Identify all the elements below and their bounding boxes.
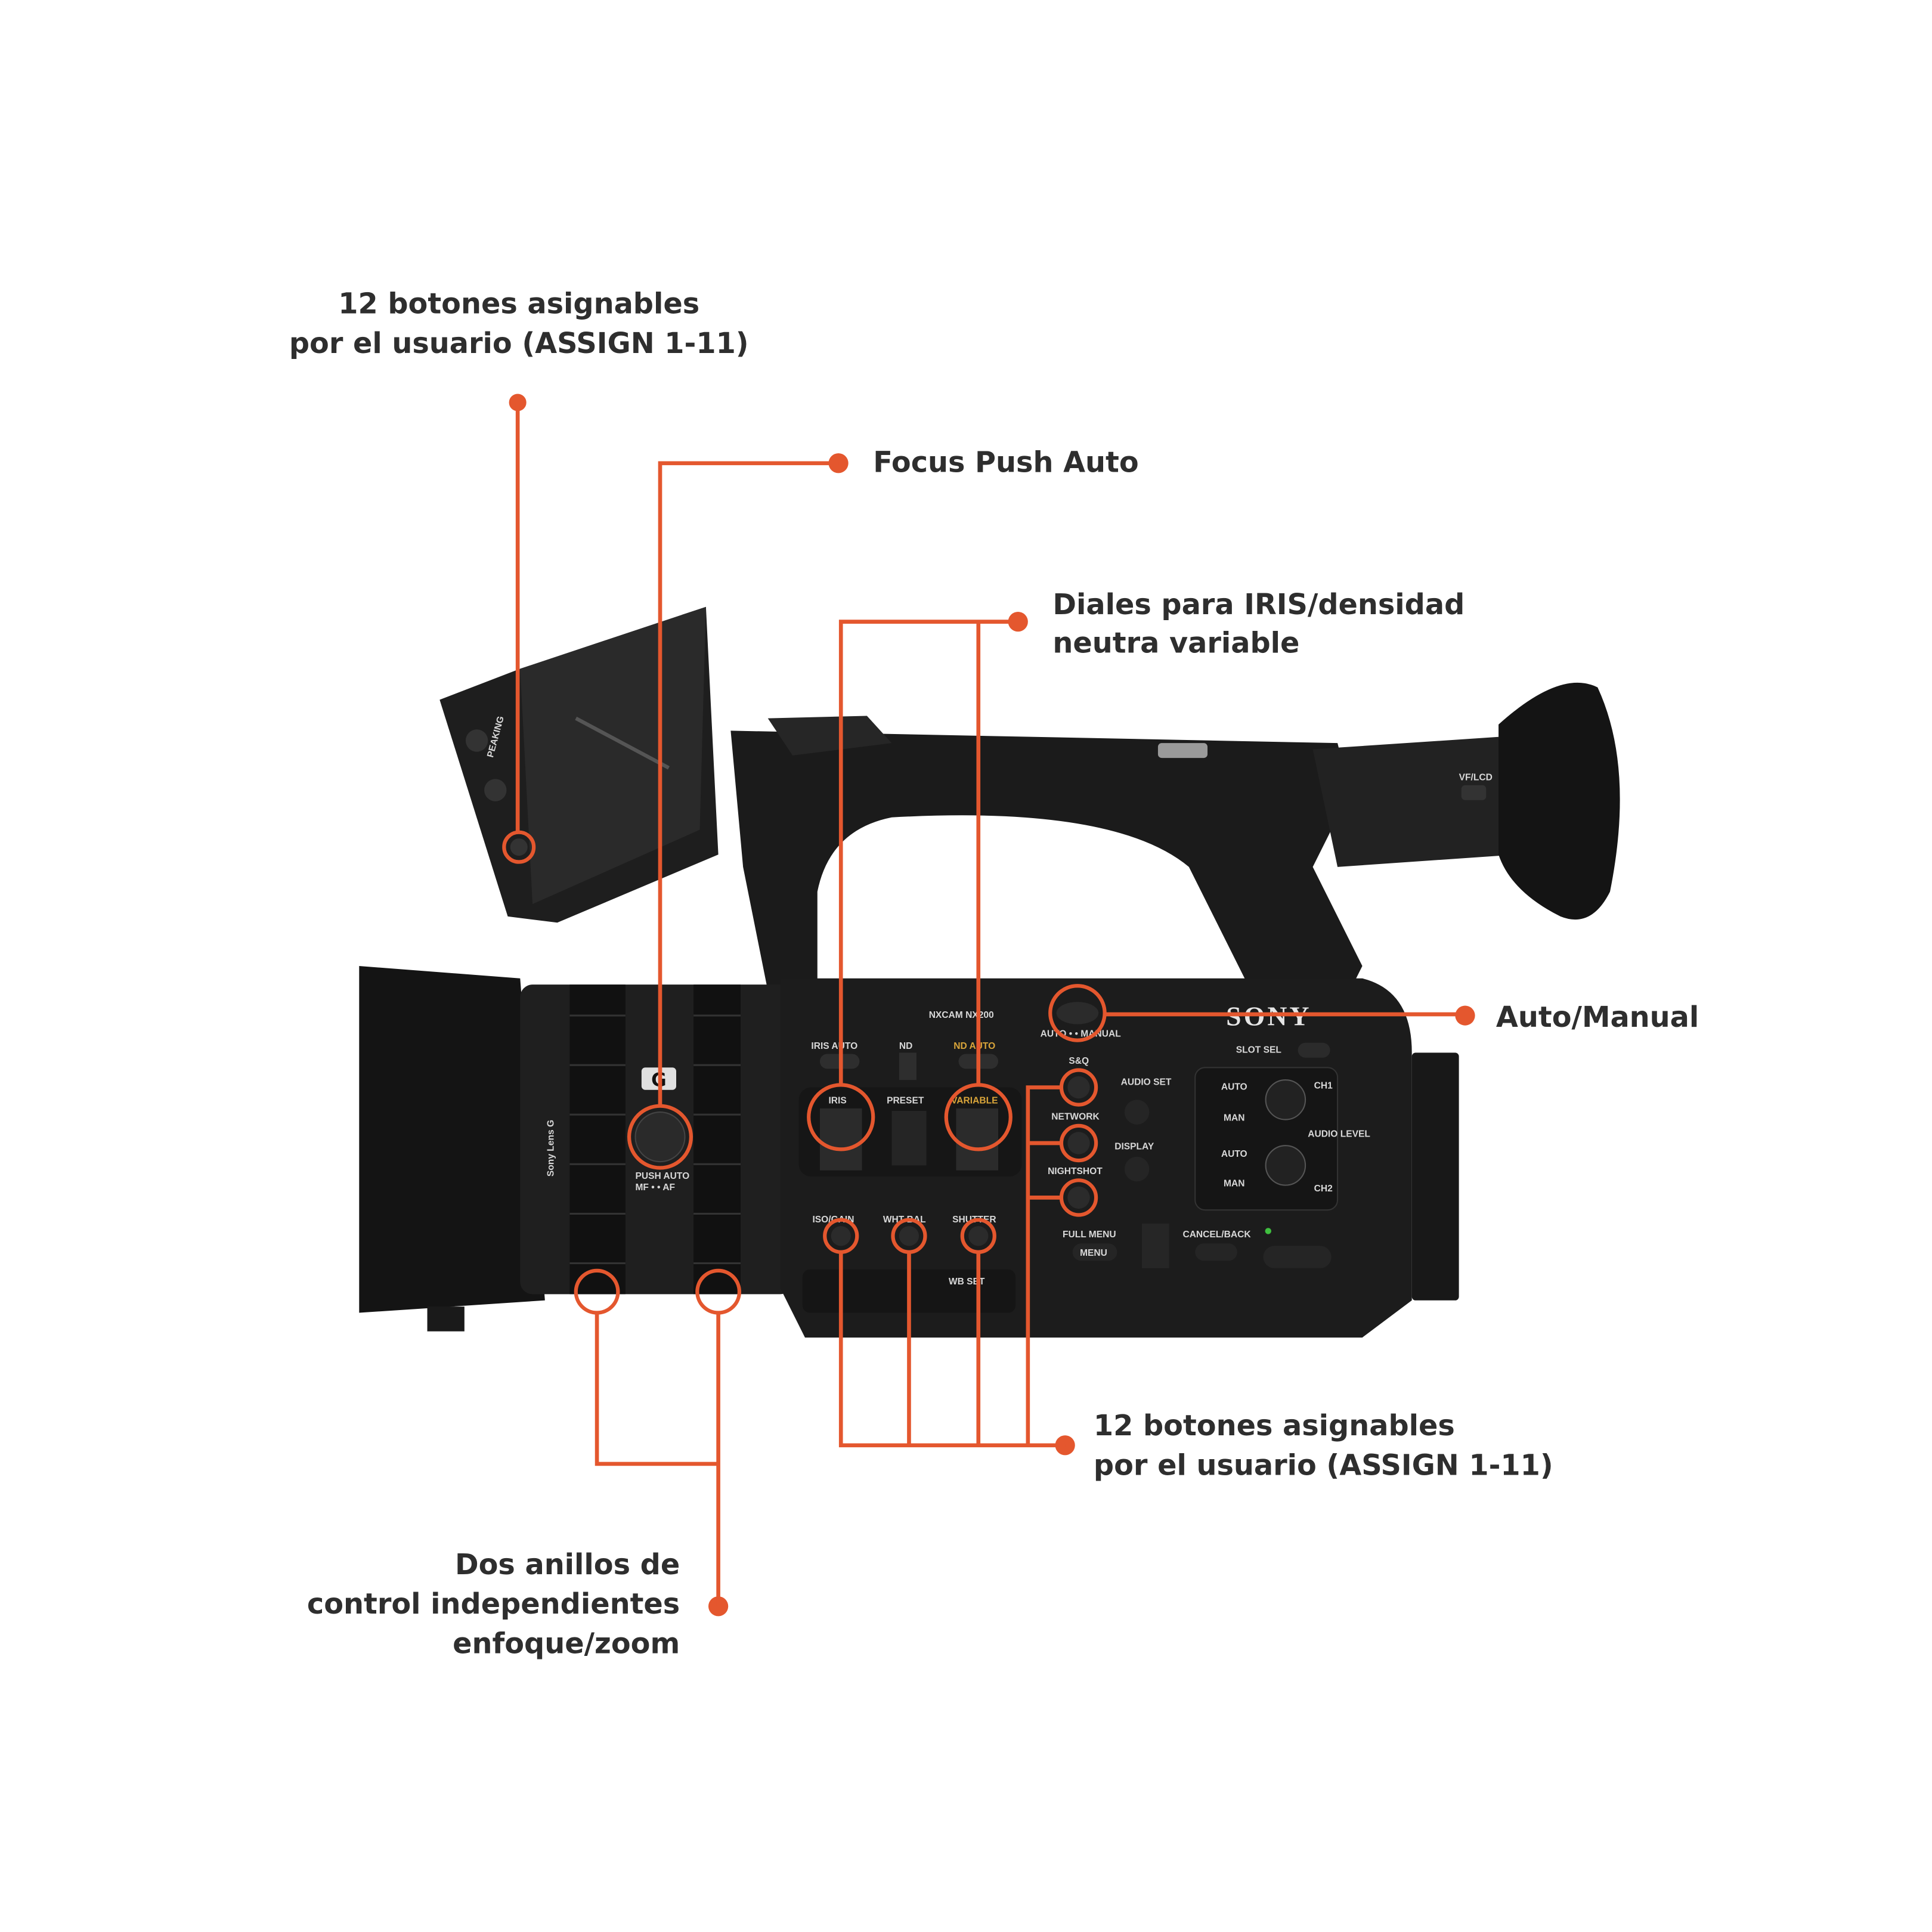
highlight-assign-2	[1059, 1123, 1098, 1163]
ch1-man-label: MAN	[1224, 1113, 1244, 1123]
display-label: DISPLAY	[1114, 1141, 1154, 1151]
audio-level-label: AUDIO LEVEL	[1308, 1129, 1370, 1140]
auto-manual-label: AUTO • • MANUAL	[1041, 1029, 1122, 1039]
zoom-ring[interactable]	[693, 984, 741, 1295]
nightshot-label: NIGHTSHOT	[1048, 1166, 1103, 1176]
focus-ring[interactable]	[569, 984, 626, 1295]
power-led	[1265, 1228, 1271, 1234]
camera-illustration: VF/LCD PEAKING G Sony Lens G PUSH AUTO M…	[359, 606, 1620, 1338]
iso-gain-label: ISO/GAIN	[812, 1215, 854, 1225]
nd-label: ND	[899, 1041, 912, 1051]
iris-label: IRIS	[828, 1096, 846, 1106]
nd-switch[interactable]	[899, 1052, 917, 1080]
highlight-focus-push-auto	[627, 1104, 693, 1170]
label-rings-2: control independientes	[307, 1588, 680, 1621]
nd-variable-dial[interactable]	[956, 1108, 998, 1171]
model-label: NXCAM NX200	[929, 1010, 994, 1020]
label-rings-1: Dos anillos de	[455, 1549, 680, 1581]
wb-set-label: WB SET	[949, 1277, 985, 1287]
full-menu-label: FULL MENU	[1063, 1230, 1116, 1240]
push-auto-label: PUSH AUTO	[635, 1171, 689, 1181]
assign-7-button[interactable]	[899, 1226, 919, 1246]
ch2-audio-level-dial[interactable]	[1265, 1145, 1306, 1186]
label-assign-top-2: por el usuario (ASSIGN 1-11)	[289, 327, 749, 360]
label-auto-manual: Auto/Manual	[1496, 1001, 1699, 1034]
label-dials-1: Diales para IRIS/densidad	[1052, 589, 1465, 621]
cancel-back-button[interactable]	[1195, 1243, 1237, 1261]
highlight-assign-1	[1059, 1068, 1098, 1107]
label-assign-bottom-2: por el usuario (ASSIGN 1-11)	[1094, 1450, 1553, 1482]
highlight-iris-dial	[807, 1083, 875, 1151]
mf-af-label: MF • • AF	[635, 1182, 675, 1193]
preset-button[interactable]	[891, 1111, 927, 1166]
sel-push-dial[interactable]	[1141, 1224, 1169, 1268]
label-focus-push-auto: Focus Push Auto	[873, 446, 1138, 479]
menu-label: MENU	[1080, 1248, 1107, 1258]
cancel-back-label: CANCEL/BACK	[1182, 1230, 1251, 1240]
iris-auto-label: IRIS AUTO	[811, 1041, 857, 1051]
display-button[interactable]	[1124, 1156, 1150, 1182]
highlight-assign-11	[502, 830, 536, 864]
assign-1-button[interactable]	[1067, 1076, 1090, 1099]
audio-set-label: AUDIO SET	[1121, 1077, 1172, 1087]
focus-push-auto-button[interactable]	[634, 1111, 686, 1163]
ch2-auto-label: AUTO	[1221, 1149, 1247, 1159]
variable-label: VARIABLE	[951, 1096, 998, 1106]
sq-label: S&Q	[1069, 1056, 1089, 1066]
preset-label: PRESET	[887, 1096, 924, 1106]
ch2-man-label: MAN	[1224, 1179, 1244, 1189]
label-assign-top-1: 12 botones asignables	[338, 287, 699, 320]
iris-dial[interactable]	[819, 1108, 862, 1171]
highlight-assign-3	[1059, 1178, 1098, 1217]
menu-button[interactable]	[1072, 1243, 1117, 1261]
ch1-label: CH1	[1314, 1081, 1333, 1091]
auto-manual-switch[interactable]	[1056, 1002, 1099, 1024]
power-switch[interactable]	[1263, 1246, 1332, 1268]
highlight-auto-manual	[1048, 984, 1107, 1042]
vf-lcd-button[interactable]	[1461, 785, 1487, 800]
label-dials-2: neutra variable	[1052, 627, 1299, 660]
label-assign-bottom-1: 12 botones asignables	[1094, 1410, 1455, 1442]
assign-8-button[interactable]	[968, 1226, 989, 1246]
highlight-focus-ring	[574, 1268, 620, 1315]
highlight-assign-6	[823, 1218, 859, 1254]
slot-sel-label: SLOT SEL	[1236, 1045, 1282, 1055]
audio-set-button[interactable]	[1124, 1100, 1150, 1125]
assign-3-button[interactable]	[1067, 1186, 1090, 1209]
assign-2-button[interactable]	[1067, 1132, 1090, 1154]
label-rings-3: enfoque/zoom	[453, 1628, 680, 1661]
slot-sel-button[interactable]	[1298, 1042, 1330, 1058]
vf-lcd-label: VF/LCD	[1459, 772, 1493, 782]
assign-11-button[interactable]	[510, 838, 528, 856]
ch2-label: CH2	[1314, 1184, 1333, 1194]
highlight-nd-dial	[944, 1083, 1013, 1151]
peaking-button[interactable]	[465, 729, 488, 752]
highlight-zoom-ring	[695, 1268, 742, 1315]
nd-auto-label: ND AUTO	[953, 1041, 995, 1051]
highlight-assign-8	[960, 1218, 996, 1254]
network-label: NETWORK	[1051, 1112, 1100, 1122]
assign-6-button[interactable]	[831, 1226, 851, 1246]
ch1-audio-level-dial[interactable]	[1265, 1079, 1306, 1120]
ch1-auto-label: AUTO	[1221, 1082, 1247, 1092]
lens-text: Sony Lens G	[546, 1120, 556, 1176]
highlight-assign-7	[891, 1218, 927, 1254]
callout-labels: 12 botones asignables por el usuario (AS…	[289, 287, 1699, 1660]
callout-lines	[502, 394, 1475, 1617]
